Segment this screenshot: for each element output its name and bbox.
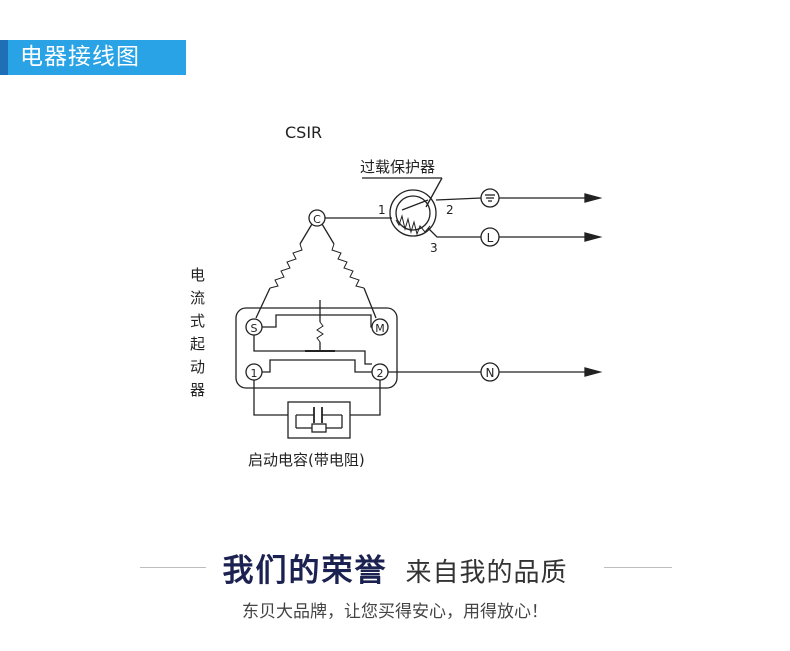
bleed-resistor xyxy=(311,423,327,433)
relay-left-wire xyxy=(253,335,305,352)
overload-pin-1: 1 xyxy=(378,203,386,217)
line-terminal-label: L xyxy=(487,231,494,245)
current-relay-housing xyxy=(235,307,398,389)
svg-text:电: 电 xyxy=(190,266,205,284)
slogan-divider-right xyxy=(604,567,672,568)
wire-overload-to-line xyxy=(427,227,481,238)
node-terminal-1-label: 1 xyxy=(251,367,258,380)
wire-t1-to-capacitor xyxy=(253,380,288,416)
node-main-label: M xyxy=(375,322,385,335)
relay-bottom-wire xyxy=(262,359,372,373)
svg-text:起: 起 xyxy=(190,335,205,353)
relay-top-wire xyxy=(262,314,372,328)
start-winding xyxy=(269,243,303,289)
overload-protector-inner xyxy=(395,195,431,231)
svg-text:器: 器 xyxy=(190,381,205,399)
section-title: 电器接线图 xyxy=(8,40,186,75)
node-terminal-2-label: 2 xyxy=(377,367,384,380)
wire-t2-to-capacitor xyxy=(350,380,381,416)
overload-pin-2: 2 xyxy=(446,203,454,217)
overload-label-leader xyxy=(425,177,443,208)
main-winding xyxy=(331,243,365,289)
start-capacitor-box xyxy=(287,401,351,439)
svg-text:式: 式 xyxy=(190,312,205,330)
overload-protector-label: 过载保护器 xyxy=(360,158,435,176)
tagline: 东贝大品牌，让您买得安心，用得放心！ xyxy=(242,602,548,622)
node-start-label: S xyxy=(251,322,258,335)
arrow-line xyxy=(584,232,603,242)
node-common-label: C xyxy=(313,213,321,226)
header-accent-bar xyxy=(0,40,8,75)
capacitor-label: 启动电容(带电阻) xyxy=(248,451,365,469)
arrow-neutral xyxy=(584,367,603,377)
overload-pin-3: 3 xyxy=(430,241,438,255)
starter-vertical-label: 电 流 式 起 动 器 xyxy=(190,266,205,399)
csir-label: CSIR xyxy=(285,123,322,142)
wire-overload-to-ground xyxy=(435,197,482,201)
svg-text:流: 流 xyxy=(190,289,205,307)
slogan-strong: 我们的荣誉 xyxy=(222,553,388,589)
overload-protector-contact xyxy=(401,199,429,211)
svg-text:动: 动 xyxy=(190,358,205,376)
relay-coil xyxy=(316,321,324,343)
overload-protector-heater xyxy=(395,214,431,236)
neutral-terminal-label: N xyxy=(486,366,495,380)
slogan-divider-left xyxy=(140,567,206,568)
relay-right-wire xyxy=(335,350,372,365)
arrow-ground xyxy=(584,193,603,203)
slogan-soft: 来自我的品质 xyxy=(405,558,568,588)
section-header: 电器接线图 xyxy=(0,40,186,75)
overload-protector-outer xyxy=(389,189,437,237)
slogan: 我们的荣誉来自我的品质 xyxy=(0,545,790,590)
